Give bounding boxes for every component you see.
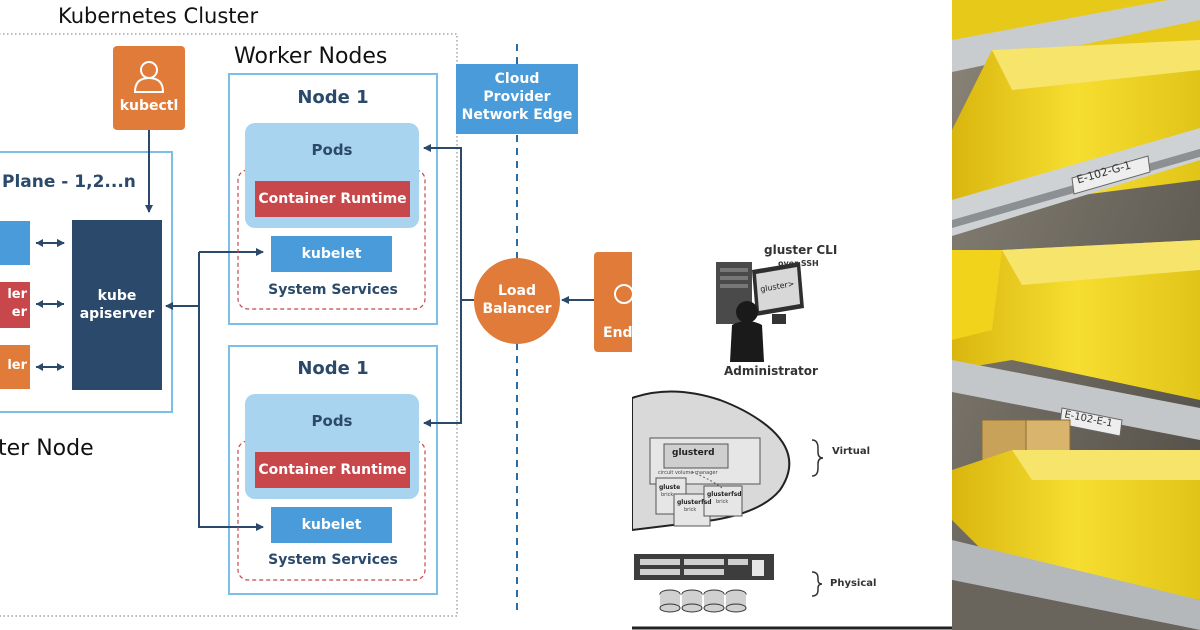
- control-plane-boundary: [0, 151, 173, 413]
- brick-label-1: gluste: [659, 484, 681, 491]
- cp-item-2: ler er: [0, 282, 30, 328]
- cloud-provider-edge: Cloud Provider Network Edge: [456, 64, 578, 134]
- warehouse-shelves-image: [952, 0, 1200, 630]
- user-icon: [133, 61, 165, 93]
- cluster-title: Kubernetes Cluster: [58, 4, 259, 28]
- node-1-kubelet: kubelet: [271, 236, 392, 272]
- end-user-box: End: [594, 252, 632, 352]
- load-balancer: Load Balancer: [474, 258, 560, 344]
- physical-brace: [811, 571, 823, 597]
- master-node-label: ter Node: [0, 436, 94, 461]
- kubernetes-cluster-diagram: Kubernetes Cluster Worker Nodes Plane - …: [0, 4, 632, 617]
- administrator-label: Administrator: [724, 364, 818, 378]
- gluster-architecture-diagram: gluster CLI over SSH gluster> Administra…: [632, 0, 952, 630]
- brick-sub-3: brick: [716, 499, 729, 505]
- node-1-title: Node 1: [297, 87, 369, 108]
- brick-label-2: glusterfsd: [677, 499, 712, 506]
- node-1-system-services: System Services: [268, 282, 398, 298]
- monitor-icon: [752, 262, 804, 324]
- node-2-title: Node 1: [297, 358, 369, 379]
- brick-sub-1: brick: [661, 492, 674, 498]
- node-2-kubelet: kubelet: [271, 507, 392, 543]
- node-2-container-runtime: Container Runtime: [255, 452, 410, 488]
- administrator-icon: [730, 301, 764, 362]
- virtual-brace: [811, 439, 824, 477]
- gluster-graphics: [632, 262, 952, 630]
- kubectl-label: kubectl: [119, 98, 179, 114]
- worker-nodes-title: Worker Nodes: [234, 44, 388, 69]
- gluster-cli-label: gluster CLI: [764, 243, 838, 257]
- worker-node-1-boundary: [228, 73, 438, 325]
- worker-node-2-boundary: [228, 345, 438, 595]
- node-1-container-runtime: Container Runtime: [255, 181, 410, 217]
- cp-item-1: [0, 221, 30, 265]
- glusterd-label: glusterd: [672, 448, 715, 458]
- glusterd-sub: circuit volume manager: [658, 470, 718, 476]
- cluster-boundary: [0, 33, 458, 617]
- virtual-label: Virtual: [832, 446, 870, 457]
- brick-label-3: glusterfsd: [707, 491, 742, 498]
- physical-label: Physical: [830, 578, 877, 589]
- kube-apiserver-box: kube apiserver: [72, 220, 162, 390]
- brick-sub-2: brick: [684, 507, 697, 513]
- gluster-cli-sub: over SSH: [778, 259, 819, 268]
- disk-icons: [659, 589, 747, 613]
- control-plane-title: Plane - 1,2...n: [2, 172, 136, 192]
- warehouse-bins-photo: E-102-G-1 E-102-E-1: [952, 0, 1200, 630]
- k8s-connectors: [0, 33, 594, 617]
- cp-item-3: ler: [0, 345, 30, 389]
- node-2-system-services: System Services: [268, 552, 398, 568]
- kubectl-box: kubectl: [113, 46, 185, 130]
- user-icon: [614, 284, 632, 304]
